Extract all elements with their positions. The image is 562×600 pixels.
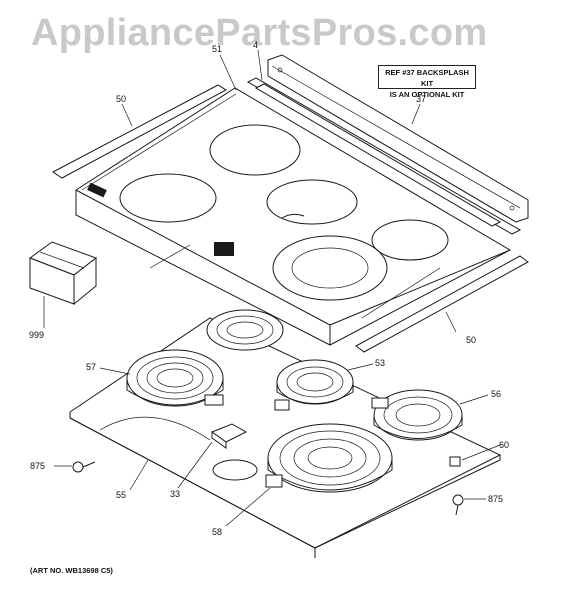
callout-51: 51 — [212, 44, 223, 54]
watermark-logo-text: AppliancePartsPros.com — [31, 12, 488, 54]
callout-56: 56 — [491, 389, 502, 399]
backsplash-part-37 — [267, 54, 529, 223]
callout-50-top: 50 — [116, 94, 127, 104]
carton-part-999 — [28, 241, 98, 306]
screw-part-875-left — [72, 461, 96, 473]
side-trim-top-part-50 — [52, 84, 227, 179]
side-trim-bottom-part-50 — [355, 255, 529, 353]
callout-53: 53 — [375, 358, 386, 368]
screw-part-875-right — [452, 494, 464, 516]
ref-note-line1: REF #37 BACKSPLASH KIT — [385, 68, 469, 88]
surface-element-rear-left — [206, 309, 284, 351]
callout-60: 60 — [499, 440, 510, 450]
art-number-label: (ART NO. WB13698 C5) — [30, 566, 113, 575]
trim-strip-part-4 — [246, 77, 522, 235]
callout-37: 37 — [416, 94, 427, 104]
cooktop-glass — [75, 87, 512, 346]
infinite-switch-part-33 — [210, 423, 248, 449]
callout-58: 58 — [212, 527, 223, 537]
callout-4: 4 — [253, 40, 259, 50]
leader-lines — [43, 49, 501, 527]
ref-note-line2: IS AN OPTIONAL KIT — [389, 90, 465, 99]
callout-55: 55 — [116, 490, 127, 500]
callout-33: 33 — [170, 489, 181, 499]
surface-element-part-53 — [274, 359, 354, 411]
surface-element-part-57 — [126, 349, 224, 407]
surface-element-part-58 — [265, 423, 393, 493]
callout-875-left: 875 — [30, 461, 46, 471]
backsplash-kit-note: REF #37 BACKSPLASH KIT IS AN OPTIONAL KI… — [378, 65, 476, 99]
callout-875-right: 875 — [488, 494, 504, 504]
clip-part-60 — [449, 456, 461, 467]
callout-999: 999 — [29, 330, 45, 340]
callout-50-bottom: 50 — [466, 335, 477, 345]
callout-57: 57 — [86, 362, 97, 372]
surface-element-part-56 — [371, 389, 463, 441]
